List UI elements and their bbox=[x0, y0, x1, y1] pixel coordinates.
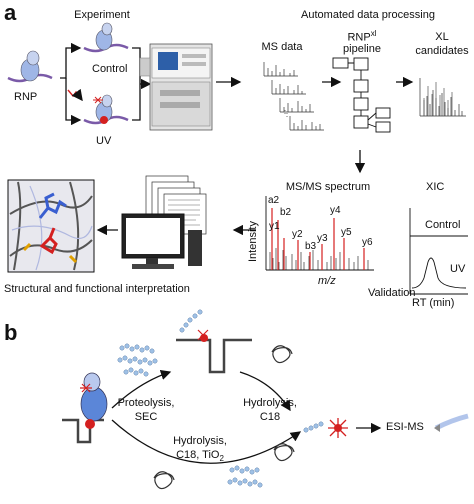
peptide-chains-icon bbox=[117, 309, 324, 488]
computer-icon bbox=[121, 213, 202, 269]
xic-control-label: Control bbox=[425, 219, 461, 231]
mz-axis-label: m/z bbox=[318, 275, 336, 287]
validation-label: Validation bbox=[368, 287, 416, 299]
control-rnp-icon bbox=[83, 22, 129, 53]
rnp-crosslinked-icon bbox=[62, 372, 108, 444]
xic-plot bbox=[409, 208, 468, 295]
rna-fragment-icon bbox=[176, 329, 252, 374]
rnp-complex-icon bbox=[7, 50, 53, 83]
peak-label-b2: b2 bbox=[280, 207, 292, 218]
xic-uv-label: UV bbox=[450, 263, 466, 275]
panel-a-label: a bbox=[4, 0, 17, 25]
peak-label-y2: y2 bbox=[292, 229, 303, 240]
peak-label-b3: b3 bbox=[305, 241, 317, 252]
pipeline-flowchart bbox=[332, 57, 391, 133]
structural-interpretation-label: Structural and functional interpretation bbox=[4, 283, 190, 295]
msms-spectrum-label: MS/MS spectrum bbox=[285, 181, 371, 193]
c18-label: C18 bbox=[259, 411, 281, 423]
crosslink-product-icon bbox=[328, 418, 348, 438]
proteolysis-label: Proteolysis, bbox=[117, 397, 175, 409]
automated-processing-label: Automated data processing bbox=[301, 9, 435, 21]
peak-label-a2: a2 bbox=[268, 195, 280, 206]
pipeline-label: pipeline bbox=[343, 43, 381, 55]
experiment-arrows bbox=[60, 42, 242, 126]
peak-label-y4: y4 bbox=[330, 205, 341, 216]
rt-axis-label: RT (min) bbox=[412, 297, 455, 309]
rnp-label: RNP bbox=[14, 91, 38, 103]
peak-label-y3: y3 bbox=[317, 233, 328, 244]
ms-data-label: MS data bbox=[261, 41, 303, 53]
candidates-label: candidates bbox=[415, 45, 469, 57]
rna-clumps-icon bbox=[153, 345, 295, 490]
uv-label: UV bbox=[96, 135, 112, 147]
panel-b-label: b bbox=[4, 320, 18, 345]
c18-tio2-label: C18, TiO2 bbox=[176, 449, 224, 464]
esi-ms-label: ESI-MS bbox=[386, 421, 424, 433]
hydrolysis-c18-label: Hydrolysis, bbox=[243, 397, 297, 409]
hydrolysis-tio2-label: Hydrolysis, bbox=[173, 435, 227, 447]
control-label: Control bbox=[92, 63, 128, 75]
msms-spectrum bbox=[265, 196, 374, 271]
rnpxl-label: RNPxl bbox=[347, 29, 377, 44]
ms-data-spectra bbox=[263, 62, 324, 131]
intensity-axis-label: Intensity bbox=[247, 221, 259, 262]
mass-spectrometer-icon bbox=[139, 43, 213, 131]
sec-label: SEC bbox=[134, 411, 158, 423]
peak-label-y6: y6 bbox=[362, 237, 373, 248]
peak-label-y5: y5 bbox=[341, 227, 352, 238]
xic-label: XIC bbox=[426, 181, 445, 193]
esi-needle-icon bbox=[434, 413, 469, 432]
uv-rnp-icon bbox=[83, 94, 129, 125]
xl-candidates-spectrum bbox=[419, 78, 466, 117]
uv-zigzag-icon bbox=[67, 88, 83, 102]
experiment-label: Experiment bbox=[74, 9, 130, 21]
peak-label-y1: y1 bbox=[269, 221, 280, 232]
structure-render bbox=[7, 179, 95, 273]
xl-label: XL bbox=[435, 31, 449, 43]
